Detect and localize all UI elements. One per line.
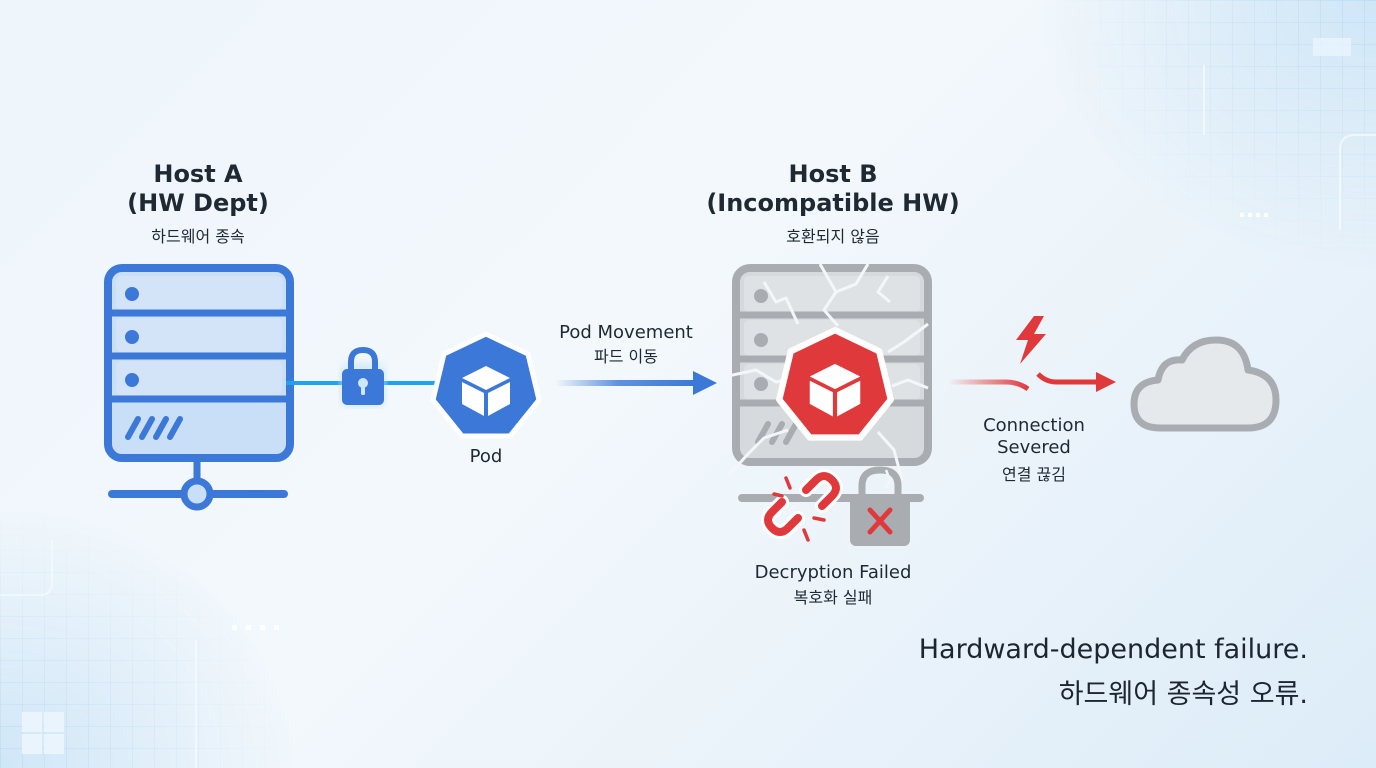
pod-cube-icon [430, 331, 542, 439]
connection-severed-line1: Connection [983, 415, 1085, 436]
footer-caption-en: Hardward-dependent failure. [918, 634, 1308, 665]
connection-severed-label: Connection Severed [954, 415, 1114, 458]
host-b-title: Host B (Incompatible HW) [683, 160, 983, 218]
failed-pod-icon [776, 327, 894, 441]
host-b-title-line2: (Incompatible HW) [706, 188, 960, 217]
lock-icon [340, 346, 386, 407]
locked-error-icon [850, 466, 910, 546]
movement-arrow-icon [555, 371, 717, 395]
decryption-failed-label-ko: 복호화 실패 [793, 588, 873, 607]
host-a-title-line2: (HW Dept) [127, 188, 269, 217]
footer-caption-ko: 하드웨어 종속성 오류. [1058, 679, 1308, 710]
host-b-title-line1: Host B [788, 160, 878, 188]
lightning-icon [1016, 316, 1046, 364]
connection-severed-label-ko: 연결 끊김 [1002, 465, 1066, 484]
host-a-title-line1: Host A [153, 160, 243, 188]
decryption-failed-label: Decryption Failed [754, 562, 912, 583]
pod-movement-label: Pod Movement [559, 322, 693, 343]
pod-movement-label-ko: 파드 이동 [594, 347, 658, 366]
broken-link-icon [761, 469, 843, 542]
cloud-icon [1130, 336, 1280, 432]
connection-severed-line2: Severed [997, 436, 1071, 458]
host-b-subtitle: 호환되지 않음 [786, 227, 880, 246]
pod-label: Pod [469, 446, 503, 467]
severed-connection-arrow-icon [948, 316, 1116, 392]
server-icon [104, 264, 294, 511]
host-a-subtitle: 하드웨어 종속 [151, 227, 245, 246]
host-a-title: Host A (HW Dept) [98, 160, 298, 218]
